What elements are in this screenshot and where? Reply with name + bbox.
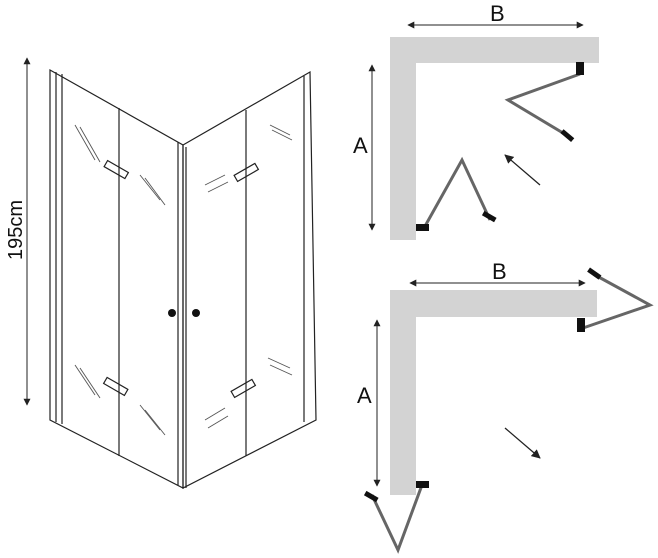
right-panel-outline	[182, 70, 317, 489]
left-panel-outline	[49, 68, 184, 489]
bottom-right-door-leaves	[582, 273, 654, 330]
bottom-plan-drawing	[363, 267, 654, 554]
hinge-marks	[102, 159, 260, 399]
top-depth-label: A	[353, 133, 368, 158]
top-plan-drawing	[368, 21, 599, 240]
top-left-door-leaves	[422, 156, 492, 229]
handle-right-icon	[192, 309, 200, 317]
shower-enclosure-drawing	[49, 68, 317, 489]
handle-left-icon	[168, 309, 176, 317]
height-label: 195cm	[5, 199, 27, 260]
top-right-door-leaves	[504, 72, 581, 138]
bottom-width-label: B	[492, 259, 507, 284]
bottom-left-door-leaves	[370, 484, 424, 554]
bottom-depth-label: A	[357, 383, 372, 408]
top-inward-arrow-icon	[504, 154, 541, 186]
bottom-outward-arrow-icon	[504, 427, 541, 459]
top-width-label: B	[490, 1, 505, 26]
